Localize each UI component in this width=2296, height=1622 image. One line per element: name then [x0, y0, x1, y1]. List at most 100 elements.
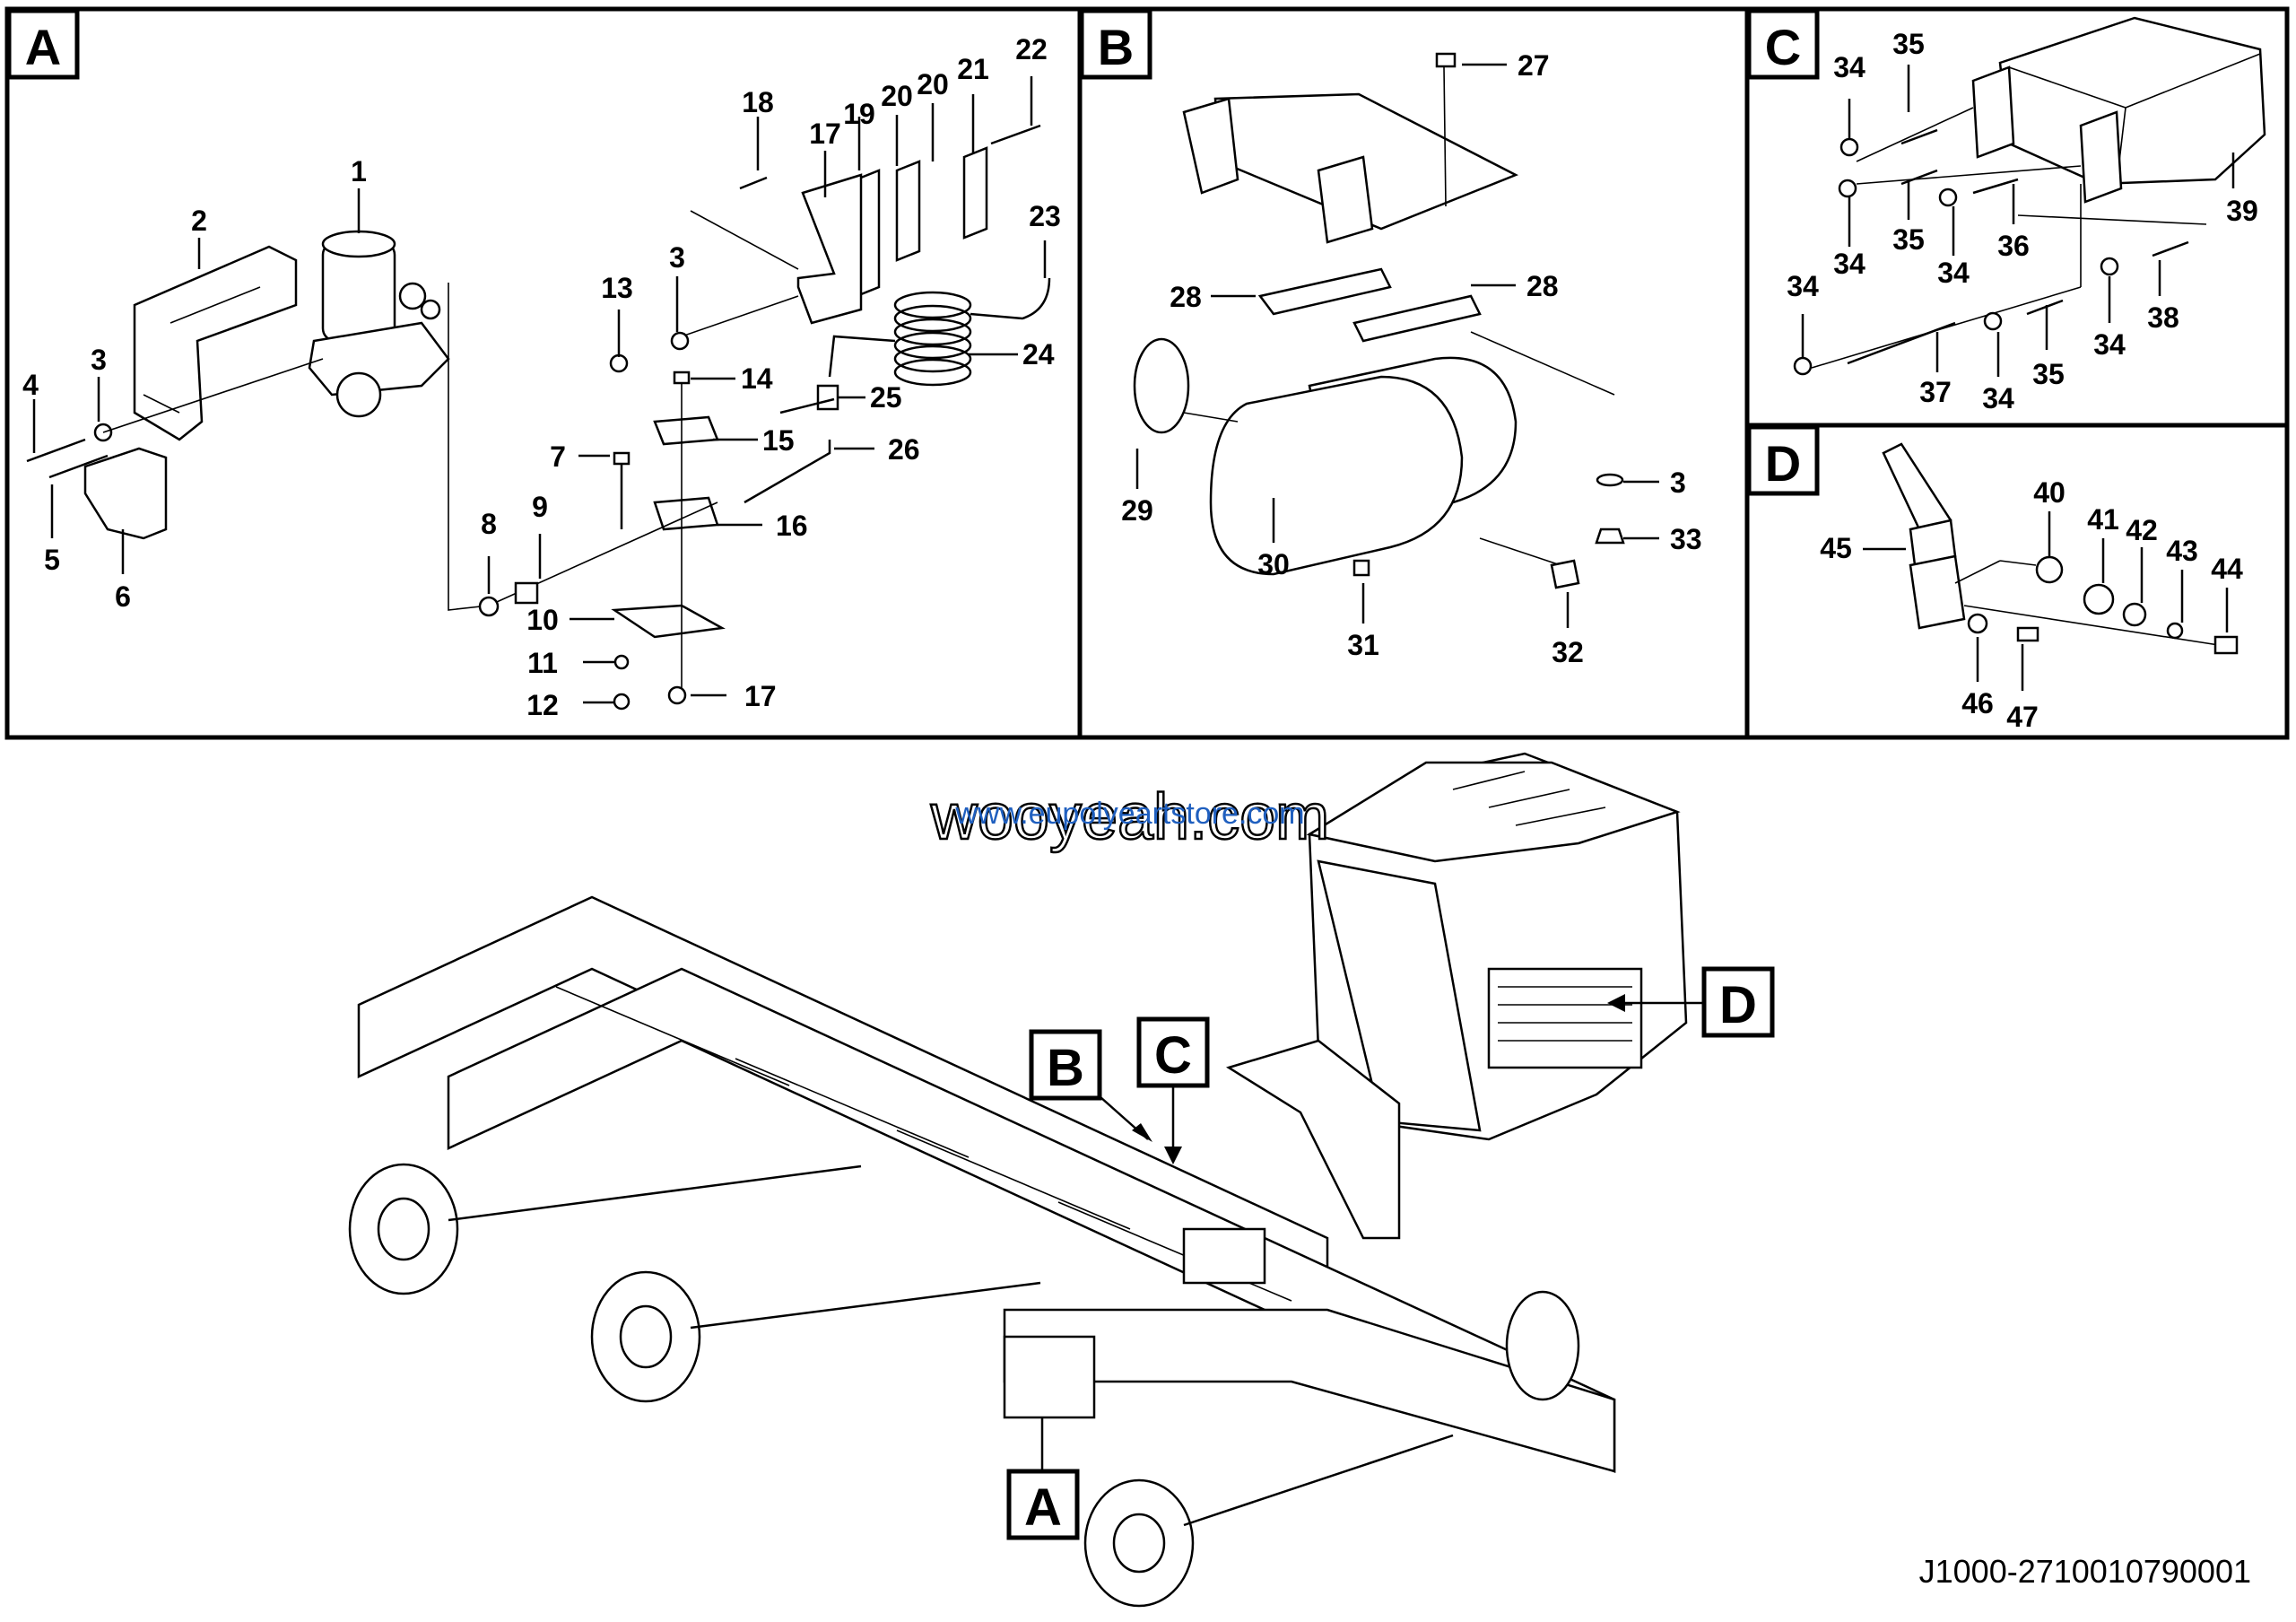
- part-number: 25: [870, 381, 902, 414]
- part-number: 3: [669, 241, 685, 274]
- panel-a-part-numbers: 1 2 3 4 3 5 6 18 17 19 20 20 21 22 23 13…: [22, 33, 1061, 721]
- hand-brake-valve: [1909, 554, 1966, 630]
- part-number: 34: [1833, 248, 1866, 280]
- part-number: 28: [1170, 281, 1202, 313]
- panel-d-drawing: [1882, 442, 2239, 655]
- part-number: 33: [1670, 523, 1702, 555]
- watermark-small: www.eupolyeartstore.com: [954, 797, 1304, 831]
- part-number: 37: [1919, 376, 1952, 408]
- part-number: 41: [2087, 503, 2119, 536]
- part-number: 2: [191, 205, 207, 237]
- panel-d-letter: D: [1765, 435, 1801, 492]
- battery-box: [1998, 16, 2266, 186]
- part-number: 35: [1892, 223, 1925, 256]
- box-bracket: [1971, 65, 2015, 159]
- callout-b-box: [1029, 1029, 1102, 1101]
- watermark-large: wooyeah.com: [930, 781, 1329, 853]
- part-number: 38: [2147, 301, 2179, 334]
- part-number: 46: [1961, 687, 1994, 719]
- panel-c-leaders: [1801, 65, 2235, 377]
- battery-mount: [1182, 1227, 1266, 1285]
- watermark: wooyeah.com www.eupolyeartstore.com: [929, 780, 1331, 855]
- part-number: 1: [351, 155, 367, 187]
- part-number: 31: [1347, 629, 1379, 661]
- part-number: 35: [2032, 358, 2065, 390]
- truck-cab: [1225, 752, 1688, 1240]
- part-number: 34: [1833, 51, 1866, 83]
- panel-c-letter: C: [1765, 19, 1801, 75]
- cover-plate: [83, 447, 168, 540]
- clamp-block: [653, 496, 719, 531]
- callout-c-letter: C: [1154, 1026, 1192, 1085]
- part-number: 19: [843, 98, 875, 130]
- part-number: 45: [1820, 532, 1852, 564]
- part-number: 10: [526, 604, 559, 636]
- part-number: 11: [527, 647, 558, 679]
- panel-b-drawing: [1133, 52, 1625, 589]
- part-number: 20: [917, 68, 949, 100]
- part-number: 40: [2033, 476, 2066, 509]
- part-number: 18: [742, 86, 774, 118]
- air-dryer: [308, 230, 450, 418]
- panel-b-leaders: [1135, 63, 1659, 628]
- part-number: 13: [601, 272, 633, 304]
- part-number: 42: [2126, 514, 2158, 546]
- clip-strip: [895, 160, 921, 262]
- part-number: 3: [1670, 467, 1686, 499]
- part-number: 14: [741, 362, 773, 395]
- part-number: 21: [957, 53, 989, 85]
- box-bracket: [2079, 110, 2123, 204]
- axle-hubs: [348, 1163, 1580, 1608]
- pipe-coil: [828, 277, 1051, 387]
- document-id: J1000-2710010790001: [1919, 1553, 2251, 1590]
- part-number: 32: [1552, 636, 1584, 668]
- panel-d-leaders: [1863, 511, 2229, 691]
- air-dryer-assembly: [1003, 1335, 1096, 1419]
- panel-d-frame: [1744, 423, 2290, 740]
- panel-b-part-numbers: 27 28 28 29 30 31 32 3 33: [1121, 49, 1701, 668]
- part-number: 47: [2006, 701, 2039, 733]
- clamp-ring: [1133, 337, 1190, 434]
- part-number: 35: [1892, 28, 1925, 60]
- part-number: 24: [1022, 338, 1055, 371]
- clip-strip: [962, 146, 988, 240]
- part-number: 9: [532, 491, 548, 523]
- part-number: 28: [1526, 270, 1559, 302]
- part-number: 6: [115, 580, 131, 613]
- part-number: 34: [1982, 382, 2014, 414]
- panel-d-part-numbers: 40 41 42 43 44 45 46 47: [1820, 476, 2243, 733]
- part-number: 17: [809, 118, 841, 150]
- mounting-bracket: [133, 245, 298, 441]
- part-number: 16: [776, 510, 808, 542]
- part-number: 3: [91, 344, 107, 376]
- panel-a-drawing: [26, 124, 1051, 711]
- panel-a-letter: A: [25, 19, 61, 75]
- part-number: 30: [1257, 548, 1290, 580]
- callout-d-letter: D: [1719, 976, 1757, 1034]
- callout-d-box: [1701, 966, 1775, 1038]
- panel-c-part-numbers: 34 35 34 35 34 36 39 34 38 37 34 35 34: [1787, 28, 2258, 414]
- part-number: 43: [2166, 535, 2198, 567]
- part-number: 7: [550, 440, 566, 473]
- callout-a-letter: A: [1024, 1478, 1062, 1537]
- part-number: 20: [881, 80, 913, 112]
- callout-c-box: [1136, 1016, 1210, 1088]
- tank-strap: [1257, 267, 1392, 316]
- panel-c-drawing: [1793, 16, 2266, 376]
- part-number: 17: [744, 680, 777, 712]
- air-tank: [1209, 356, 1518, 576]
- part-number: 27: [1518, 49, 1550, 82]
- part-number: 26: [888, 433, 920, 466]
- part-number: 22: [1015, 33, 1048, 65]
- part-number: 36: [1997, 230, 2030, 262]
- callout-a-box: [1006, 1469, 1080, 1540]
- tank-strap: [1352, 294, 1482, 343]
- part-number: 34: [1937, 257, 1970, 289]
- part-number: 44: [2211, 553, 2243, 585]
- chassis-overview: [348, 752, 1688, 1608]
- part-number: 39: [2226, 195, 2258, 227]
- part-number: 8: [481, 508, 497, 540]
- l-bracket: [796, 173, 863, 325]
- panel-a-leaders: [32, 76, 1047, 704]
- part-number: 5: [44, 544, 60, 576]
